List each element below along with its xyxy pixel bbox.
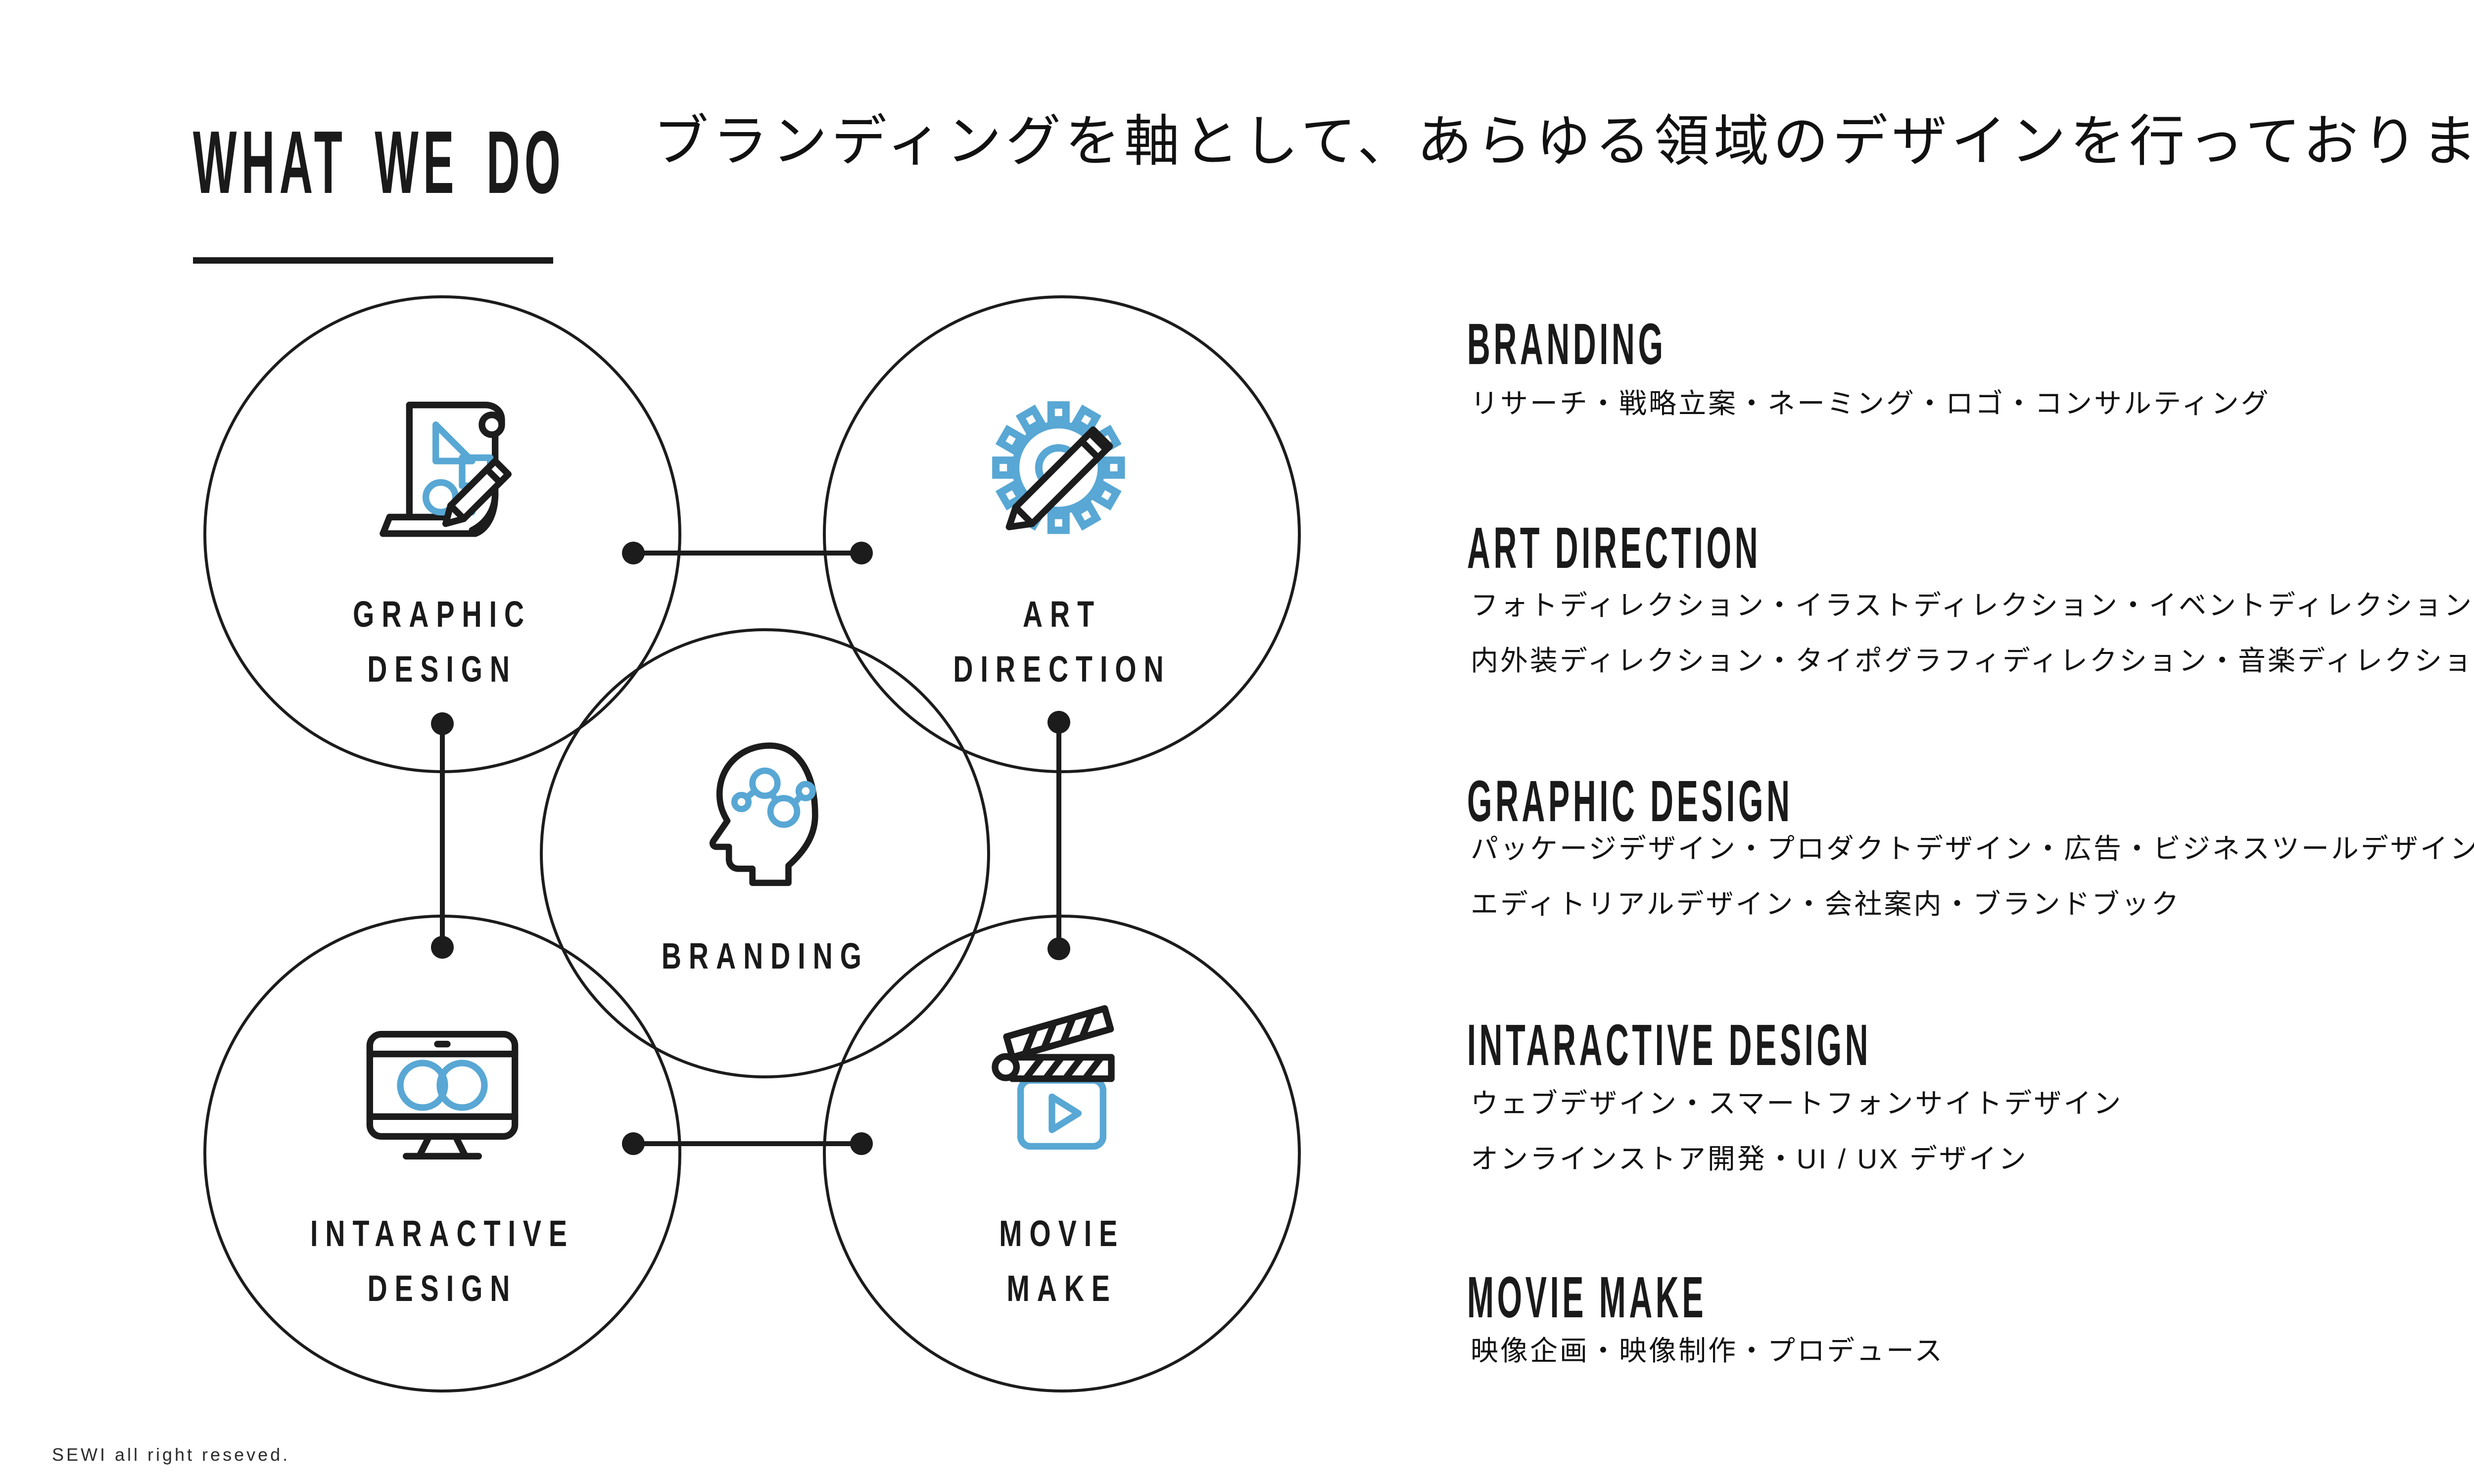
service-lines-branding: リサーチ・戦略立案・ネーミング・ロゴ・コンサルティング xyxy=(1471,376,2271,431)
circle-label: MOVIE MAKE xyxy=(999,1206,1125,1316)
service-line: パッケージデザイン・プロダクトデザイン・広告・ビジネスツールデザイン・ xyxy=(1471,833,2474,864)
circle-label-line: GRAPHIC xyxy=(353,594,532,635)
copyright-text: SEWI all right reseved. xyxy=(52,1444,290,1465)
service-heading-branding: BRANDING xyxy=(1467,312,1666,377)
circle-label-line: BRANDING xyxy=(661,935,869,976)
service-heading-intaractive-design: INTARACTIVE DESIGN xyxy=(1467,1013,1872,1078)
connector-bottom xyxy=(633,1141,861,1146)
connector-top xyxy=(633,551,861,556)
head-network-icon xyxy=(709,742,818,886)
service-line: 内外装ディレクション・タイポグラフィディレクション・音楽ディレクション xyxy=(1471,645,2474,676)
service-lines-graphic-design: パッケージデザイン・プロダクトデザイン・広告・ビジネスツールデザイン・ エディト… xyxy=(1471,821,2474,932)
circle-movie-make: MOVIE MAKE xyxy=(823,915,1301,1392)
clapperboard-play-icon xyxy=(992,1005,1115,1150)
service-lines-art-direction: フォトディレクション・イラストディレクション・イベントディレクション・ 内外装デ… xyxy=(1471,578,2474,689)
page-title: WHAT WE DO xyxy=(193,113,566,212)
circle-graphic-design: GRAPHIC DESIGN xyxy=(203,295,681,773)
service-heading-graphic-design: GRAPHIC DESIGN xyxy=(1467,769,1793,834)
circle-label: ART DIRECTION xyxy=(953,587,1171,696)
circle-intaractive-design: INTARACTIVE DESIGN xyxy=(203,915,681,1392)
circle-label-line: DESIGN xyxy=(367,649,518,690)
gear-pencil-icon xyxy=(992,401,1125,534)
circle-label: BRANDING xyxy=(661,928,868,983)
service-line: オンラインストア開発・UI / UX デザイン xyxy=(1471,1143,2028,1174)
service-line: リサーチ・戦略立案・ネーミング・ロゴ・コンサルティング xyxy=(1471,388,2271,419)
service-heading-art-direction: ART DIRECTION xyxy=(1467,515,1761,581)
service-line: ウェブデザイン・スマートフォンサイトデザイン xyxy=(1471,1088,2123,1119)
circle-label-line: INTARACTIVE xyxy=(310,1213,574,1254)
service-line: 映像企画・映像制作・プロデュース xyxy=(1471,1335,1945,1366)
document-pencil-icon xyxy=(380,402,512,537)
circle-label: INTARACTIVE DESIGN xyxy=(310,1206,574,1316)
service-lines-movie-make: 映像企画・映像制作・プロデュース xyxy=(1471,1323,1944,1379)
circle-label-line: MOVIE xyxy=(999,1213,1125,1254)
service-heading-movie-make: MOVIE MAKE xyxy=(1467,1265,1707,1330)
circle-label-line: DESIGN xyxy=(367,1268,518,1309)
page-headline: ブランディングを軸として、あらゆる領域のデザインを行っております。 xyxy=(653,110,2474,172)
circle-art-direction: ART DIRECTION xyxy=(823,295,1301,773)
circle-branding: BRANDING xyxy=(540,628,990,1078)
circle-label-line: DIRECTION xyxy=(952,649,1171,690)
monitor-circles-icon xyxy=(366,1031,519,1159)
connector-right xyxy=(1056,722,1061,949)
service-line: エディトリアルデザイン・会社案内・ブランドブック xyxy=(1471,888,2181,920)
service-lines-intaractive-design: ウェブデザイン・スマートフォンサイトデザイン オンラインストア開発・UI / U… xyxy=(1471,1076,2123,1187)
title-underline xyxy=(193,257,553,264)
circle-label-line: MAKE xyxy=(1006,1268,1117,1309)
circle-label-line: ART xyxy=(1022,594,1101,635)
connector-left xyxy=(440,724,445,947)
circle-label: GRAPHIC DESIGN xyxy=(353,587,532,696)
service-line: フォトディレクション・イラストディレクション・イベントディレクション・ xyxy=(1471,590,2474,621)
